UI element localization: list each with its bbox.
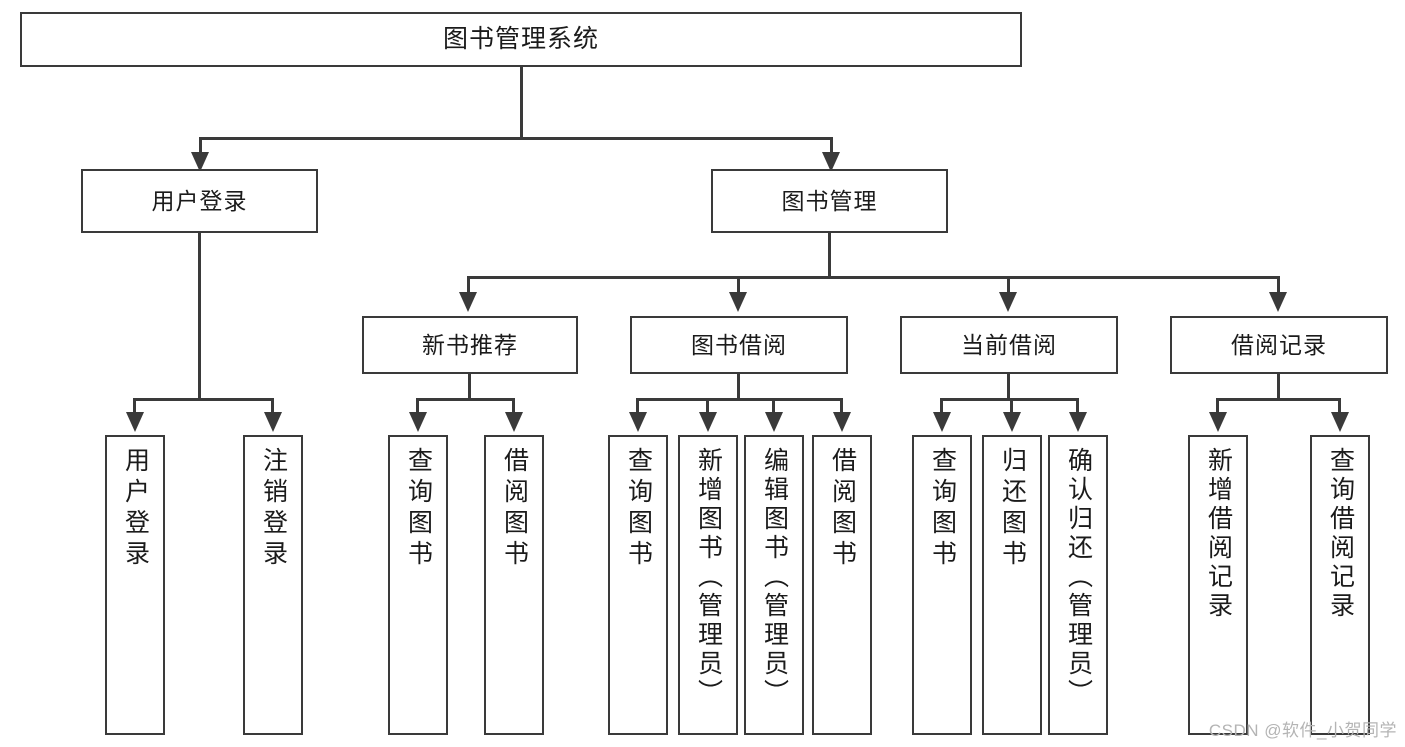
connector-cb-drop-3 (1076, 398, 1079, 414)
leaf-label: 注销登录 (259, 447, 288, 571)
connector-current-borrow-bus (940, 398, 1078, 401)
connector-new-book-drop-1 (416, 398, 419, 414)
leaf-label: 借阅图书 (828, 447, 857, 571)
node-book-manage[interactable]: 图书管理 (711, 169, 948, 233)
node-book-management-system[interactable]: 图书管理系统 (20, 12, 1022, 67)
node-book-borrow[interactable]: 图书借阅 (630, 316, 848, 374)
leaf-user-logout[interactable]: 注销登录 (243, 435, 303, 735)
connector-level3-bus (467, 276, 1280, 279)
arrow-to-leaf-rc-query (1331, 412, 1349, 432)
leaf-label: 确认归还（管理员） (1064, 447, 1093, 708)
node-label: 图书管理系统 (442, 25, 599, 54)
leaf-label: 查询图书 (624, 447, 653, 571)
leaf-label: 用户登录 (121, 447, 150, 571)
arrow-to-leaf-bb-query (629, 412, 647, 432)
leaf-new-book-query[interactable]: 查询图书 (388, 435, 448, 735)
arrow-to-leaf-bb-add (699, 412, 717, 432)
connector-borrow-record-bus (1216, 398, 1340, 401)
node-label: 用户登录 (151, 187, 248, 214)
connector-cb-drop-1 (940, 398, 943, 414)
arrow-to-current-borrow (999, 292, 1017, 312)
connector-bb-drop-3 (772, 398, 775, 414)
connector-bb-drop-4 (840, 398, 843, 414)
leaf-label: 编辑图书（管理员） (760, 447, 789, 708)
connector-user-login-drop-2 (271, 398, 274, 414)
node-label: 借阅记录 (1231, 331, 1327, 358)
leaf-record-add[interactable]: 新增借阅记录 (1188, 435, 1248, 735)
leaf-book-borrow-borrow[interactable]: 借阅图书 (812, 435, 872, 735)
leaf-current-borrow-query[interactable]: 查询图书 (912, 435, 972, 735)
leaf-current-borrow-return[interactable]: 归还图书 (982, 435, 1042, 735)
connector-user-login-stem (198, 233, 201, 401)
leaf-user-login[interactable]: 用户登录 (105, 435, 165, 735)
connector-new-book-drop-2 (512, 398, 515, 414)
leaf-label: 归还图书 (998, 447, 1027, 571)
connector-book-borrow-bus (636, 398, 842, 401)
connector-level3-drop-2 (737, 276, 740, 298)
node-label: 图书管理 (781, 187, 878, 214)
connector-root-bus (199, 137, 833, 140)
leaf-label: 查询图书 (928, 447, 957, 571)
connector-bb-drop-2 (706, 398, 709, 414)
connector-user-login-drop-1 (133, 398, 136, 414)
arrow-to-leaf-bb-edit (765, 412, 783, 432)
connector-book-manage-stem (828, 233, 831, 279)
arrow-to-book-manage (822, 152, 840, 172)
arrow-to-leaf-cb-query (933, 412, 951, 432)
connector-level3-drop-4 (1277, 276, 1280, 298)
connector-book-borrow-stem (737, 374, 740, 400)
arrow-to-user-login (191, 152, 209, 172)
leaf-label: 查询借阅记录 (1326, 447, 1355, 621)
leaf-label: 借阅图书 (500, 447, 529, 571)
node-new-book-recommend[interactable]: 新书推荐 (362, 316, 578, 374)
node-borrow-record[interactable]: 借阅记录 (1170, 316, 1388, 374)
leaf-label: 查询图书 (404, 447, 433, 571)
connector-bb-drop-1 (636, 398, 639, 414)
connector-borrow-record-stem (1277, 374, 1280, 400)
connector-new-book-bus (416, 398, 514, 401)
node-user-login[interactable]: 用户登录 (81, 169, 318, 233)
arrow-to-leaf-rc-add (1209, 412, 1227, 432)
leaf-book-borrow-edit-admin[interactable]: 编辑图书（管理员） (744, 435, 804, 735)
connector-user-login-bus (133, 398, 271, 401)
connector-rc-drop-1 (1216, 398, 1219, 414)
arrow-to-borrow-record (1269, 292, 1287, 312)
node-label: 图书借阅 (691, 331, 787, 358)
arrow-to-leaf-user-login (126, 412, 144, 432)
arrow-to-leaf-cb-confirm (1069, 412, 1087, 432)
leaf-record-query[interactable]: 查询借阅记录 (1310, 435, 1370, 735)
connector-rc-drop-2 (1338, 398, 1341, 414)
leaf-current-borrow-confirm-admin[interactable]: 确认归还（管理员） (1048, 435, 1108, 735)
arrow-to-leaf-cb-return (1003, 412, 1021, 432)
connector-cb-drop-2 (1010, 398, 1013, 414)
arrow-to-leaf-user-logout (264, 412, 282, 432)
leaf-label: 新增借阅记录 (1204, 447, 1233, 621)
connector-new-book-stem (468, 374, 471, 400)
connector-level3-drop-1 (467, 276, 470, 298)
arrow-to-new-book (459, 292, 477, 312)
arrow-to-leaf-bb-borrow (833, 412, 851, 432)
leaf-new-book-borrow[interactable]: 借阅图书 (484, 435, 544, 735)
leaf-book-borrow-query[interactable]: 查询图书 (608, 435, 668, 735)
arrow-to-leaf-nb-borrow (505, 412, 523, 432)
arrow-to-book-borrow (729, 292, 747, 312)
connector-current-borrow-stem (1007, 374, 1010, 400)
node-label: 新书推荐 (422, 331, 518, 358)
connector-root-drop-right (830, 137, 833, 159)
node-current-borrow[interactable]: 当前借阅 (900, 316, 1118, 374)
csdn-watermark: CSDN @软件_小贺同学 (1208, 721, 1397, 740)
arrow-to-leaf-nb-query (409, 412, 427, 432)
leaf-label: 新增图书（管理员） (694, 447, 723, 708)
leaf-book-borrow-add-admin[interactable]: 新增图书（管理员） (678, 435, 738, 735)
connector-root-stem (520, 67, 523, 139)
connector-level3-drop-3 (1007, 276, 1010, 298)
connector-root-drop-left (199, 137, 202, 159)
node-label: 当前借阅 (961, 331, 1057, 358)
